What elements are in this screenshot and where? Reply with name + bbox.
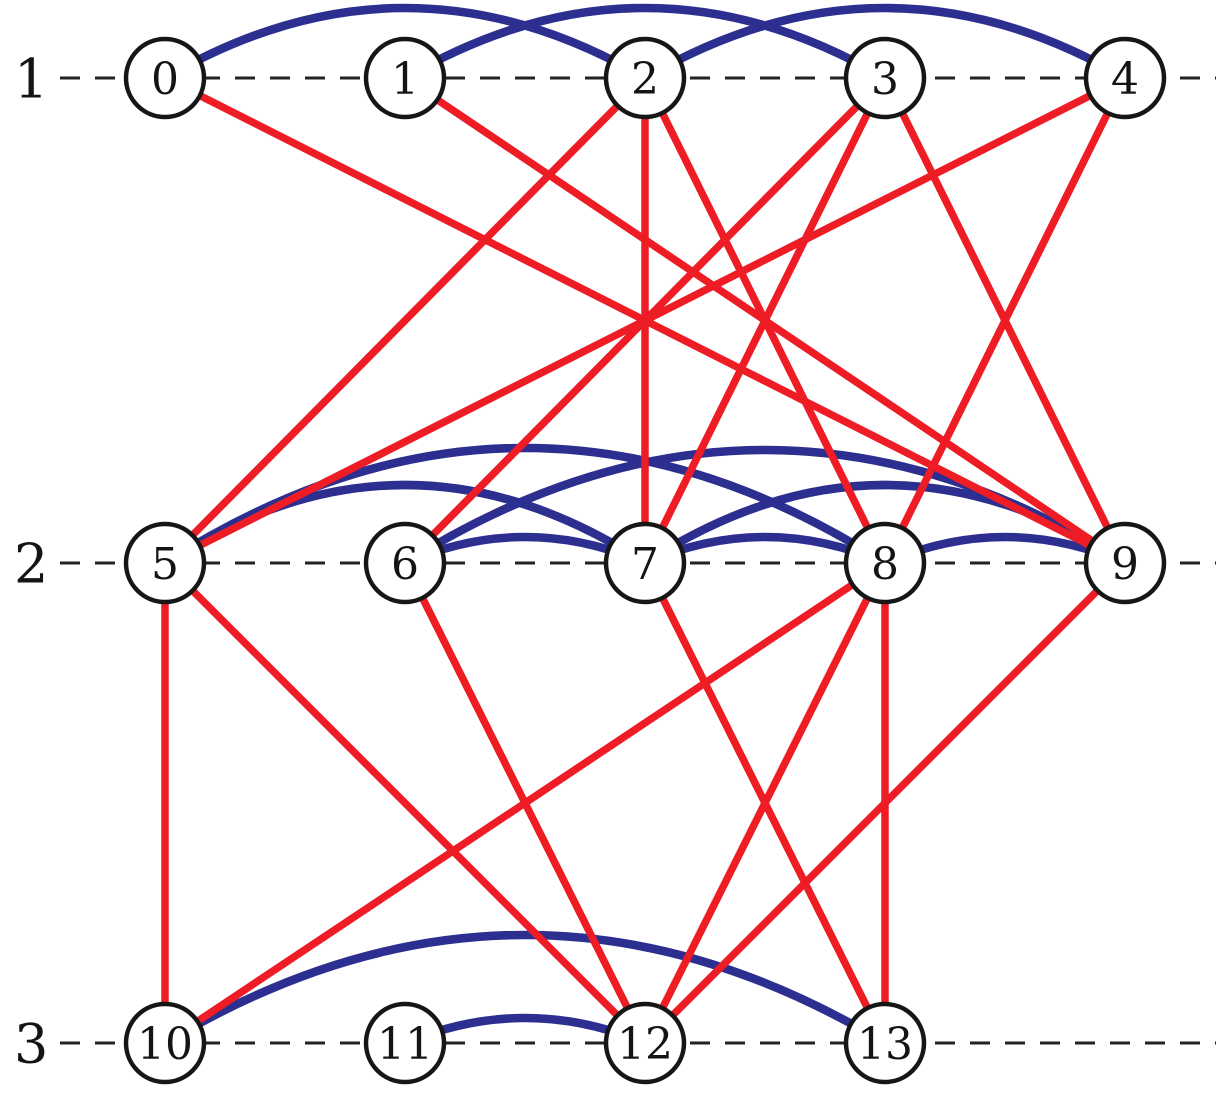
graph-node-13	[843, 1001, 927, 1085]
graph-node-label-7: 7	[631, 539, 659, 590]
red-edge-5-12	[162, 560, 648, 1046]
graph-node-label-0: 0	[151, 54, 179, 105]
graph-node-9	[1083, 521, 1167, 605]
graph-node-label-5: 5	[151, 539, 179, 590]
red-edge-8-12	[641, 561, 889, 1045]
row-label-3: 3	[14, 1012, 48, 1075]
graph-node-7	[603, 521, 687, 605]
red-edge-9-12	[642, 560, 1128, 1046]
graph-node-8	[843, 521, 927, 605]
red-edge-4-5	[163, 74, 1127, 567]
graph-node-3	[843, 36, 927, 120]
graph-node-2	[603, 36, 687, 120]
graph-node-label-10: 10	[137, 1019, 193, 1070]
graph-node-label-11: 11	[377, 1019, 433, 1070]
graph-node-6	[363, 521, 447, 605]
graph-node-4	[1083, 36, 1167, 120]
graph-node-label-9: 9	[1111, 539, 1139, 590]
blue-arc-1-3	[402, 3, 888, 82]
graph-node-label-6: 6	[391, 539, 419, 590]
blue-arc-5-8	[162, 443, 888, 567]
graph-node-12	[603, 1001, 687, 1085]
graph-node-label-13: 13	[857, 1019, 913, 1070]
graph-node-1	[363, 36, 447, 120]
graph-node-label-4: 4	[1111, 54, 1139, 105]
red-edge-8-10	[162, 559, 888, 1047]
graph-node-label-3: 3	[871, 54, 899, 105]
blue-arc-0-2	[162, 3, 648, 82]
blue-arc-10-13	[162, 930, 888, 1047]
graph-node-label-8: 8	[871, 539, 899, 590]
graph-node-0	[123, 36, 207, 120]
graph-node-5	[123, 521, 207, 605]
blue-arc-2-4	[642, 3, 1128, 82]
graph-node-10	[123, 1001, 207, 1085]
red-edge-2-5	[162, 75, 648, 566]
graph-node-label-12: 12	[617, 1019, 673, 1070]
row-label-2: 2	[14, 532, 48, 595]
graph-node-label-1: 1	[391, 54, 419, 105]
graph-node-11	[363, 1001, 447, 1085]
red-edge-4-8	[881, 76, 1129, 565]
row-label-1: 1	[14, 47, 48, 110]
graph-node-label-2: 2	[631, 54, 659, 105]
red-edge-3-7	[641, 76, 889, 565]
